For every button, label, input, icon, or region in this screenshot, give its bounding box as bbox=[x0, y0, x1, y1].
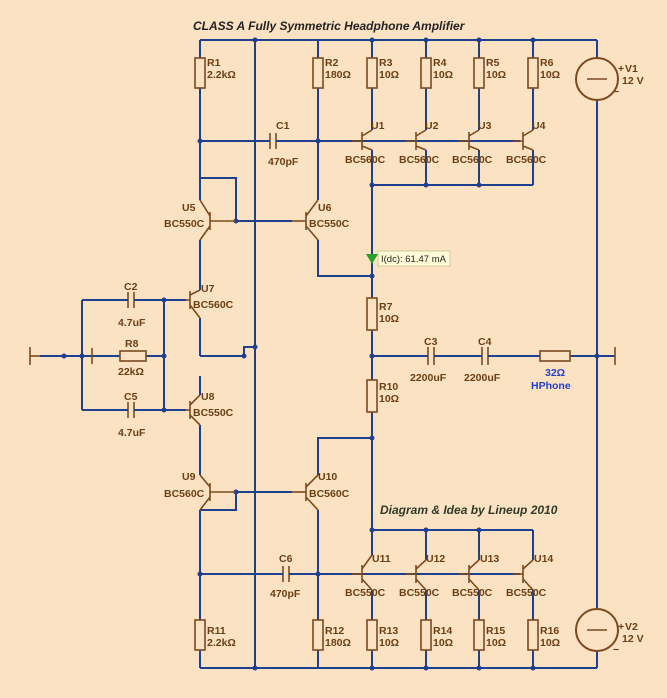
v2-ref: V2 bbox=[625, 621, 638, 633]
u1-ref: U1 bbox=[371, 120, 385, 132]
r6-value: 10Ω bbox=[540, 69, 560, 81]
load-value: 32Ω bbox=[545, 367, 565, 379]
u13-ref: U13 bbox=[480, 553, 499, 565]
v2-value: 12 V bbox=[622, 633, 644, 645]
v2-minus: − bbox=[613, 644, 619, 656]
c1-value: 470pF bbox=[268, 156, 299, 168]
c4-ref: C4 bbox=[478, 336, 492, 348]
u13-part: BC550C bbox=[452, 587, 493, 599]
r5-value: 10Ω bbox=[486, 69, 506, 81]
c1-ref: C1 bbox=[276, 120, 290, 132]
r5-ref: R5 bbox=[486, 57, 500, 69]
u12-part: BC550C bbox=[399, 587, 440, 599]
u4-part: BC560C bbox=[506, 154, 547, 166]
u3-part: BC560C bbox=[452, 154, 493, 166]
u9-part: BC560C bbox=[164, 488, 205, 500]
c5-ref: C5 bbox=[124, 391, 138, 403]
u3-ref: U3 bbox=[478, 120, 492, 132]
r8-ref: R8 bbox=[125, 338, 139, 350]
v1-ref: V1 bbox=[625, 63, 638, 75]
r2-value: 180Ω bbox=[325, 69, 351, 81]
r11-value: 2.2kΩ bbox=[207, 637, 236, 649]
junctions bbox=[61, 37, 600, 671]
voltage-source-v2 bbox=[575, 608, 619, 652]
u6-part: BC550C bbox=[309, 218, 350, 230]
r7-value: 10Ω bbox=[379, 313, 399, 325]
diagram-title: CLASS A Fully Symmetric Headphone Amplif… bbox=[193, 19, 466, 33]
u11-part: BC550C bbox=[345, 587, 386, 599]
u7-ref: U7 bbox=[201, 283, 215, 295]
terminals bbox=[29, 347, 616, 365]
u5-part: BC550C bbox=[164, 218, 205, 230]
u11-ref: U11 bbox=[372, 553, 391, 565]
u4-ref: U4 bbox=[532, 120, 546, 132]
u10-part: BC560C bbox=[309, 488, 350, 500]
v2-plus: + bbox=[618, 621, 624, 633]
r13-ref: R13 bbox=[379, 625, 398, 637]
voltage-source-v1 bbox=[575, 57, 619, 101]
capacitor-symbols bbox=[122, 133, 496, 582]
r15-ref: R15 bbox=[486, 625, 505, 637]
r16-value: 10Ω bbox=[540, 637, 560, 649]
c6-ref: C6 bbox=[279, 553, 293, 565]
r12-value: 180Ω bbox=[325, 637, 351, 649]
r3-ref: R3 bbox=[379, 57, 393, 69]
u2-ref: U2 bbox=[425, 120, 439, 132]
r14-value: 10Ω bbox=[433, 637, 453, 649]
v1-plus: + bbox=[618, 63, 624, 75]
r3-value: 10Ω bbox=[379, 69, 399, 81]
r11-ref: R11 bbox=[207, 625, 226, 637]
v1-minus: − bbox=[613, 86, 619, 98]
r1-ref: R1 bbox=[207, 57, 221, 69]
r4-value: 10Ω bbox=[433, 69, 453, 81]
r6-ref: R6 bbox=[540, 57, 554, 69]
r14-ref: R14 bbox=[433, 625, 452, 637]
r8-value: 22kΩ bbox=[118, 366, 144, 378]
u6-ref: U6 bbox=[318, 202, 332, 214]
load-name: HPhone bbox=[531, 380, 571, 392]
r10-value: 10Ω bbox=[379, 393, 399, 405]
r16-ref: R16 bbox=[540, 625, 559, 637]
c5-value: 4.7uF bbox=[118, 427, 146, 439]
u9-ref: U9 bbox=[182, 471, 196, 483]
r2-ref: R2 bbox=[325, 57, 339, 69]
resistor-symbols bbox=[119, 57, 571, 651]
u5-ref: U5 bbox=[182, 202, 196, 214]
u2-part: BC560C bbox=[399, 154, 440, 166]
u8-part: BC550C bbox=[193, 407, 234, 419]
u14-part: BC550C bbox=[506, 587, 547, 599]
r1-value: 2.2kΩ bbox=[207, 69, 236, 81]
r7-ref: R7 bbox=[379, 301, 393, 313]
u12-ref: U12 bbox=[426, 553, 445, 565]
c6-value: 470pF bbox=[270, 588, 301, 600]
u8-ref: U8 bbox=[201, 391, 215, 403]
current-probe bbox=[366, 250, 451, 267]
r15-value: 10Ω bbox=[486, 637, 506, 649]
v1-value: 12 V bbox=[622, 75, 644, 87]
c2-ref: C2 bbox=[124, 281, 138, 293]
probe-reading: I(dc): 61.47 mA bbox=[381, 254, 447, 265]
u7-part: BC560C bbox=[193, 299, 234, 311]
transistor-symbols bbox=[186, 129, 534, 591]
u10-ref: U10 bbox=[318, 471, 337, 483]
u1-part: BC560C bbox=[345, 154, 386, 166]
c4-value: 2200uF bbox=[464, 372, 501, 384]
r13-value: 10Ω bbox=[379, 637, 399, 649]
c2-value: 4.7uF bbox=[118, 317, 146, 329]
u14-ref: U14 bbox=[534, 553, 553, 565]
wires bbox=[40, 39, 615, 669]
c3-ref: C3 bbox=[424, 336, 438, 348]
c3-value: 2200uF bbox=[410, 372, 447, 384]
r4-ref: R4 bbox=[433, 57, 447, 69]
r10-ref: R10 bbox=[379, 381, 398, 393]
r12-ref: R12 bbox=[325, 625, 344, 637]
diagram-credit: Diagram & Idea by Lineup 2010 bbox=[380, 503, 558, 517]
